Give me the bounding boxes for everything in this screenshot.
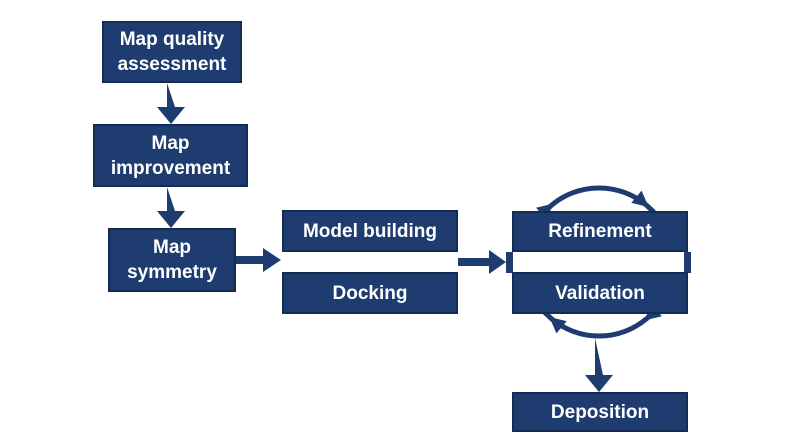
arrow-down-icon	[157, 187, 185, 228]
box-label: Validation	[555, 282, 645, 304]
box-label: Map	[153, 237, 191, 258]
box-map-symmetry: Map symmetry	[108, 228, 236, 292]
box-label: Deposition	[550, 401, 650, 423]
arrow-down-icon	[585, 338, 613, 392]
box-label: assessment	[117, 54, 227, 75]
box-label: symmetry	[127, 262, 217, 283]
box-label: Map	[151, 132, 190, 154]
cycle-arrow-bottom-icon	[549, 316, 649, 339]
arrow-right-icon	[236, 248, 281, 272]
box-refinement: Refinement	[512, 211, 688, 252]
cycle-gap-right-edge	[684, 252, 691, 273]
cycle-gap-left-edge	[506, 252, 513, 273]
cycle-arrow-top-icon	[549, 185, 649, 208]
box-label: Refinement	[548, 221, 652, 242]
box-label: Map quality	[119, 29, 225, 50]
cycle-gap-mask	[513, 250, 684, 275]
box-docking: Docking	[282, 272, 458, 314]
box-map-improvement: Map improvement	[93, 124, 248, 187]
box-label: Docking	[332, 282, 408, 304]
box-map-quality-assessment: Map quality assessment	[102, 21, 242, 83]
arrow-down-icon	[157, 83, 185, 124]
arrow-right-icon	[458, 250, 506, 274]
box-validation: Validation	[512, 272, 688, 314]
box-label: Model building	[302, 220, 438, 242]
box-model-building: Model building	[282, 210, 458, 252]
box-label: improvement	[110, 157, 231, 179]
box-deposition: Deposition	[512, 392, 688, 432]
